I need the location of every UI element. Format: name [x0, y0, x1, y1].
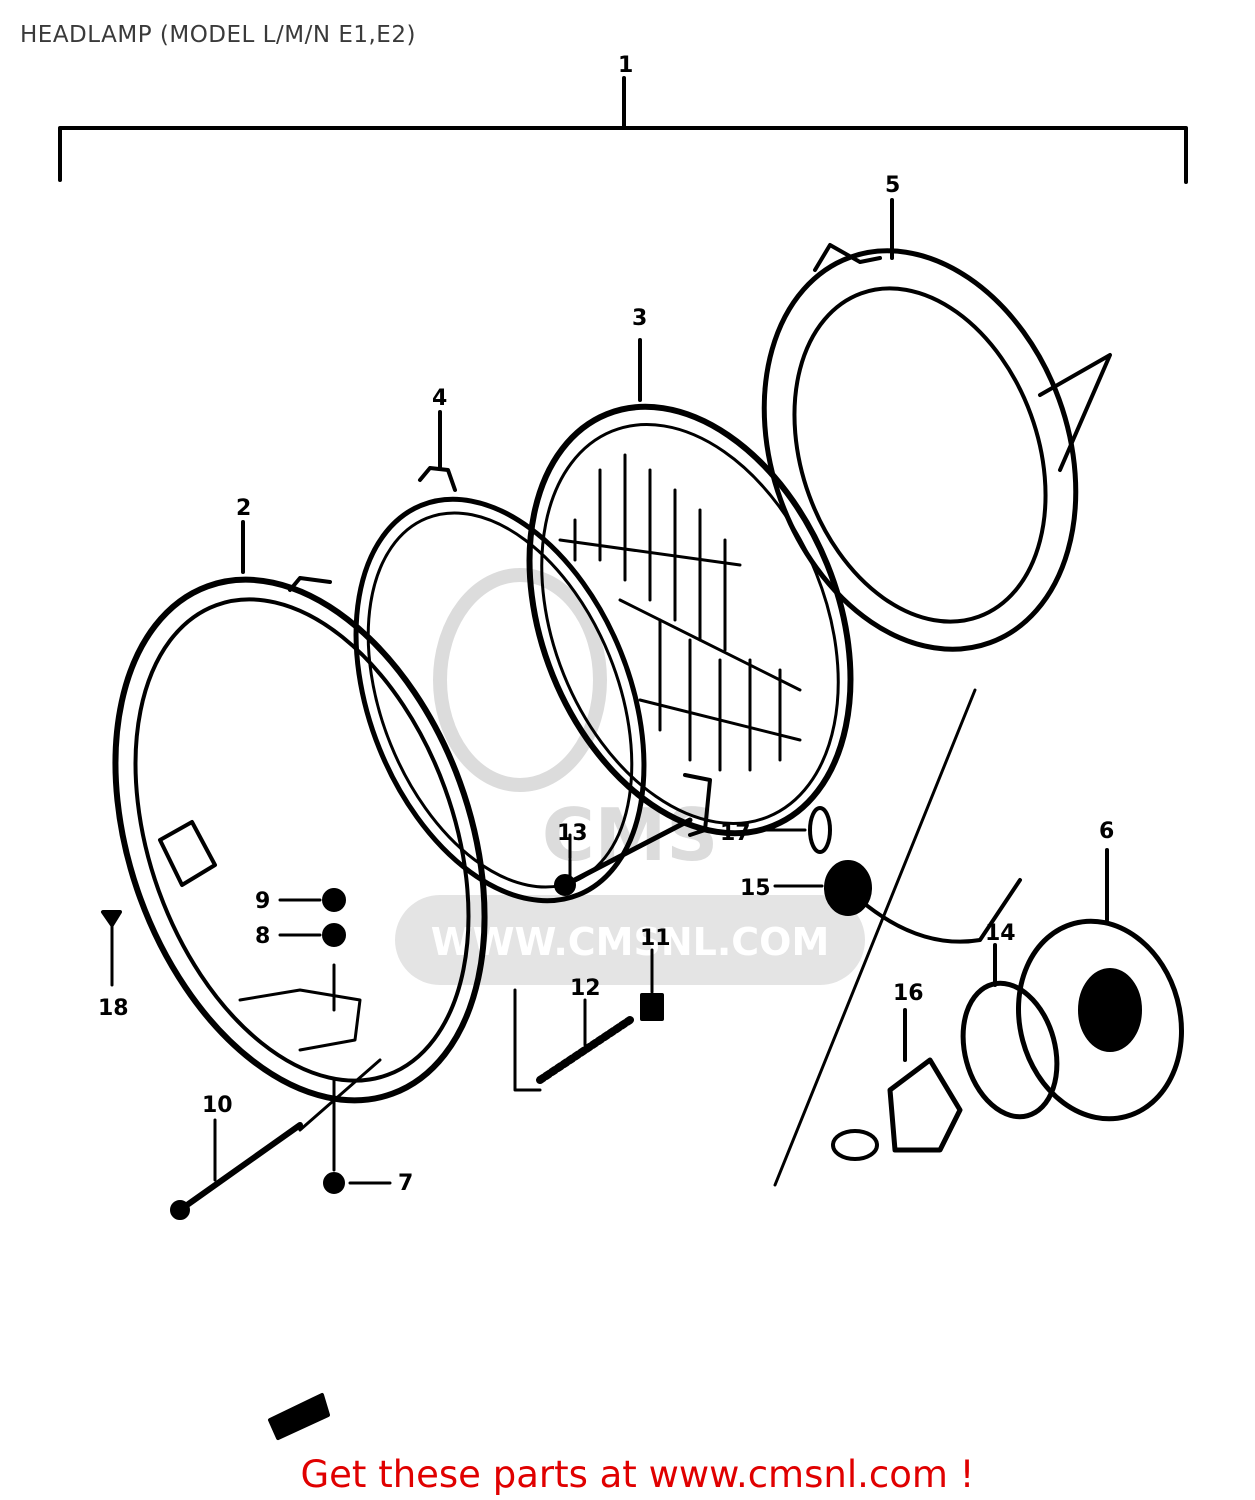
callout-14: 14: [985, 921, 1016, 946]
callout-10: 10: [202, 1093, 233, 1118]
callout-2: 2: [236, 496, 251, 521]
callout-17: 17: [720, 821, 751, 846]
callout-5: 5: [885, 173, 900, 198]
callout-18: 18: [98, 996, 129, 1021]
loose-part: [268, 1393, 330, 1440]
callout-4: 4: [432, 386, 447, 411]
position-lamp-bulb-part-17: [758, 806, 832, 854]
footer-label[interactable]: Get these parts at www.cmsnl.com !: [300, 1453, 975, 1496]
callout-15: 15: [740, 876, 771, 901]
callout-1: 1: [618, 53, 633, 78]
diagram-title: HEADLAMP (MODEL L/M/N E1,E2): [20, 22, 416, 48]
callout-11: 11: [640, 926, 671, 951]
callout-13: 13: [557, 821, 588, 846]
headlamp-lens-unit-part-3: [526, 338, 854, 837]
fasteners: [101, 817, 693, 1220]
callout-8: 8: [255, 924, 270, 949]
callout-3: 3: [632, 306, 647, 331]
watermark-url: WWW.CMSNL.COM: [431, 920, 830, 964]
headlamp-housing-part-5: [761, 198, 1112, 652]
callout-9: 9: [255, 889, 270, 914]
position-lamp-socket-part-15: [773, 860, 1022, 944]
callout-labels: 1 2 3 4 5 6 7 8 9 10 11 12 13 14 15 16 1…: [98, 53, 1114, 1196]
assembly-bracket: [58, 76, 1188, 184]
callout-6: 6: [1099, 819, 1114, 844]
callout-12: 12: [570, 976, 601, 1001]
rear-cover-part-6: [1016, 848, 1184, 1122]
callout-7: 7: [398, 1171, 413, 1196]
footer-link-text[interactable]: Get these parts at www.cmsnl.com !: [0, 1453, 1255, 1496]
bulb-holder-ring-part-14: [960, 943, 1060, 1120]
headlamp-bulb-part-16: [831, 1008, 963, 1161]
callout-16: 16: [893, 981, 924, 1006]
headlamp-rim-part-2: [112, 520, 488, 1104]
